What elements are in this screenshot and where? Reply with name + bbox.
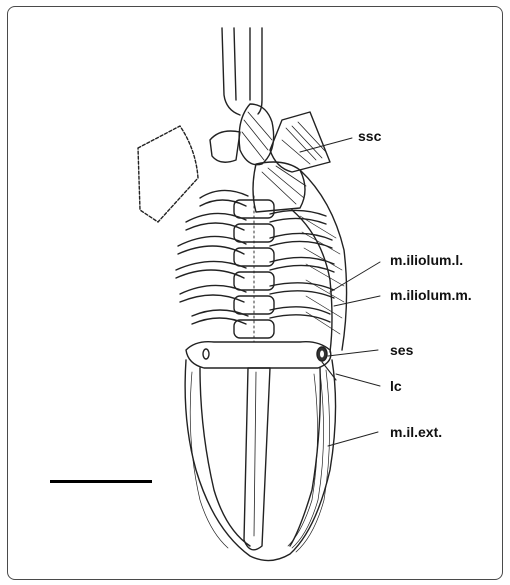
sesamoid: [317, 347, 327, 361]
urostyle: [244, 368, 270, 550]
shoulder-complex: [210, 104, 306, 212]
left-scapula: [138, 126, 198, 222]
label-ssc: ssc: [358, 128, 381, 144]
ilium-outline: [185, 360, 335, 561]
pelvic-girdle-transverse: [186, 342, 331, 368]
external-iliac-muscle: [190, 370, 329, 552]
scale-bar: [50, 480, 152, 483]
label-m-il-ext: m.il.ext.: [390, 424, 442, 440]
label-m-iliolum-l: m.iliolum.l.: [390, 252, 463, 268]
label-lc: lc: [390, 378, 402, 394]
ribs-left: [176, 190, 248, 324]
subscapularis-muscle: [270, 112, 330, 172]
label-m-iliolum-m: m.iliolum.m.: [390, 287, 472, 303]
label-ses: ses: [390, 342, 413, 358]
neck-vertebral-column: [222, 28, 262, 115]
ribs-right: [270, 210, 334, 322]
vertebrae: [234, 196, 274, 342]
lateral-muscle-band: [292, 170, 347, 352]
